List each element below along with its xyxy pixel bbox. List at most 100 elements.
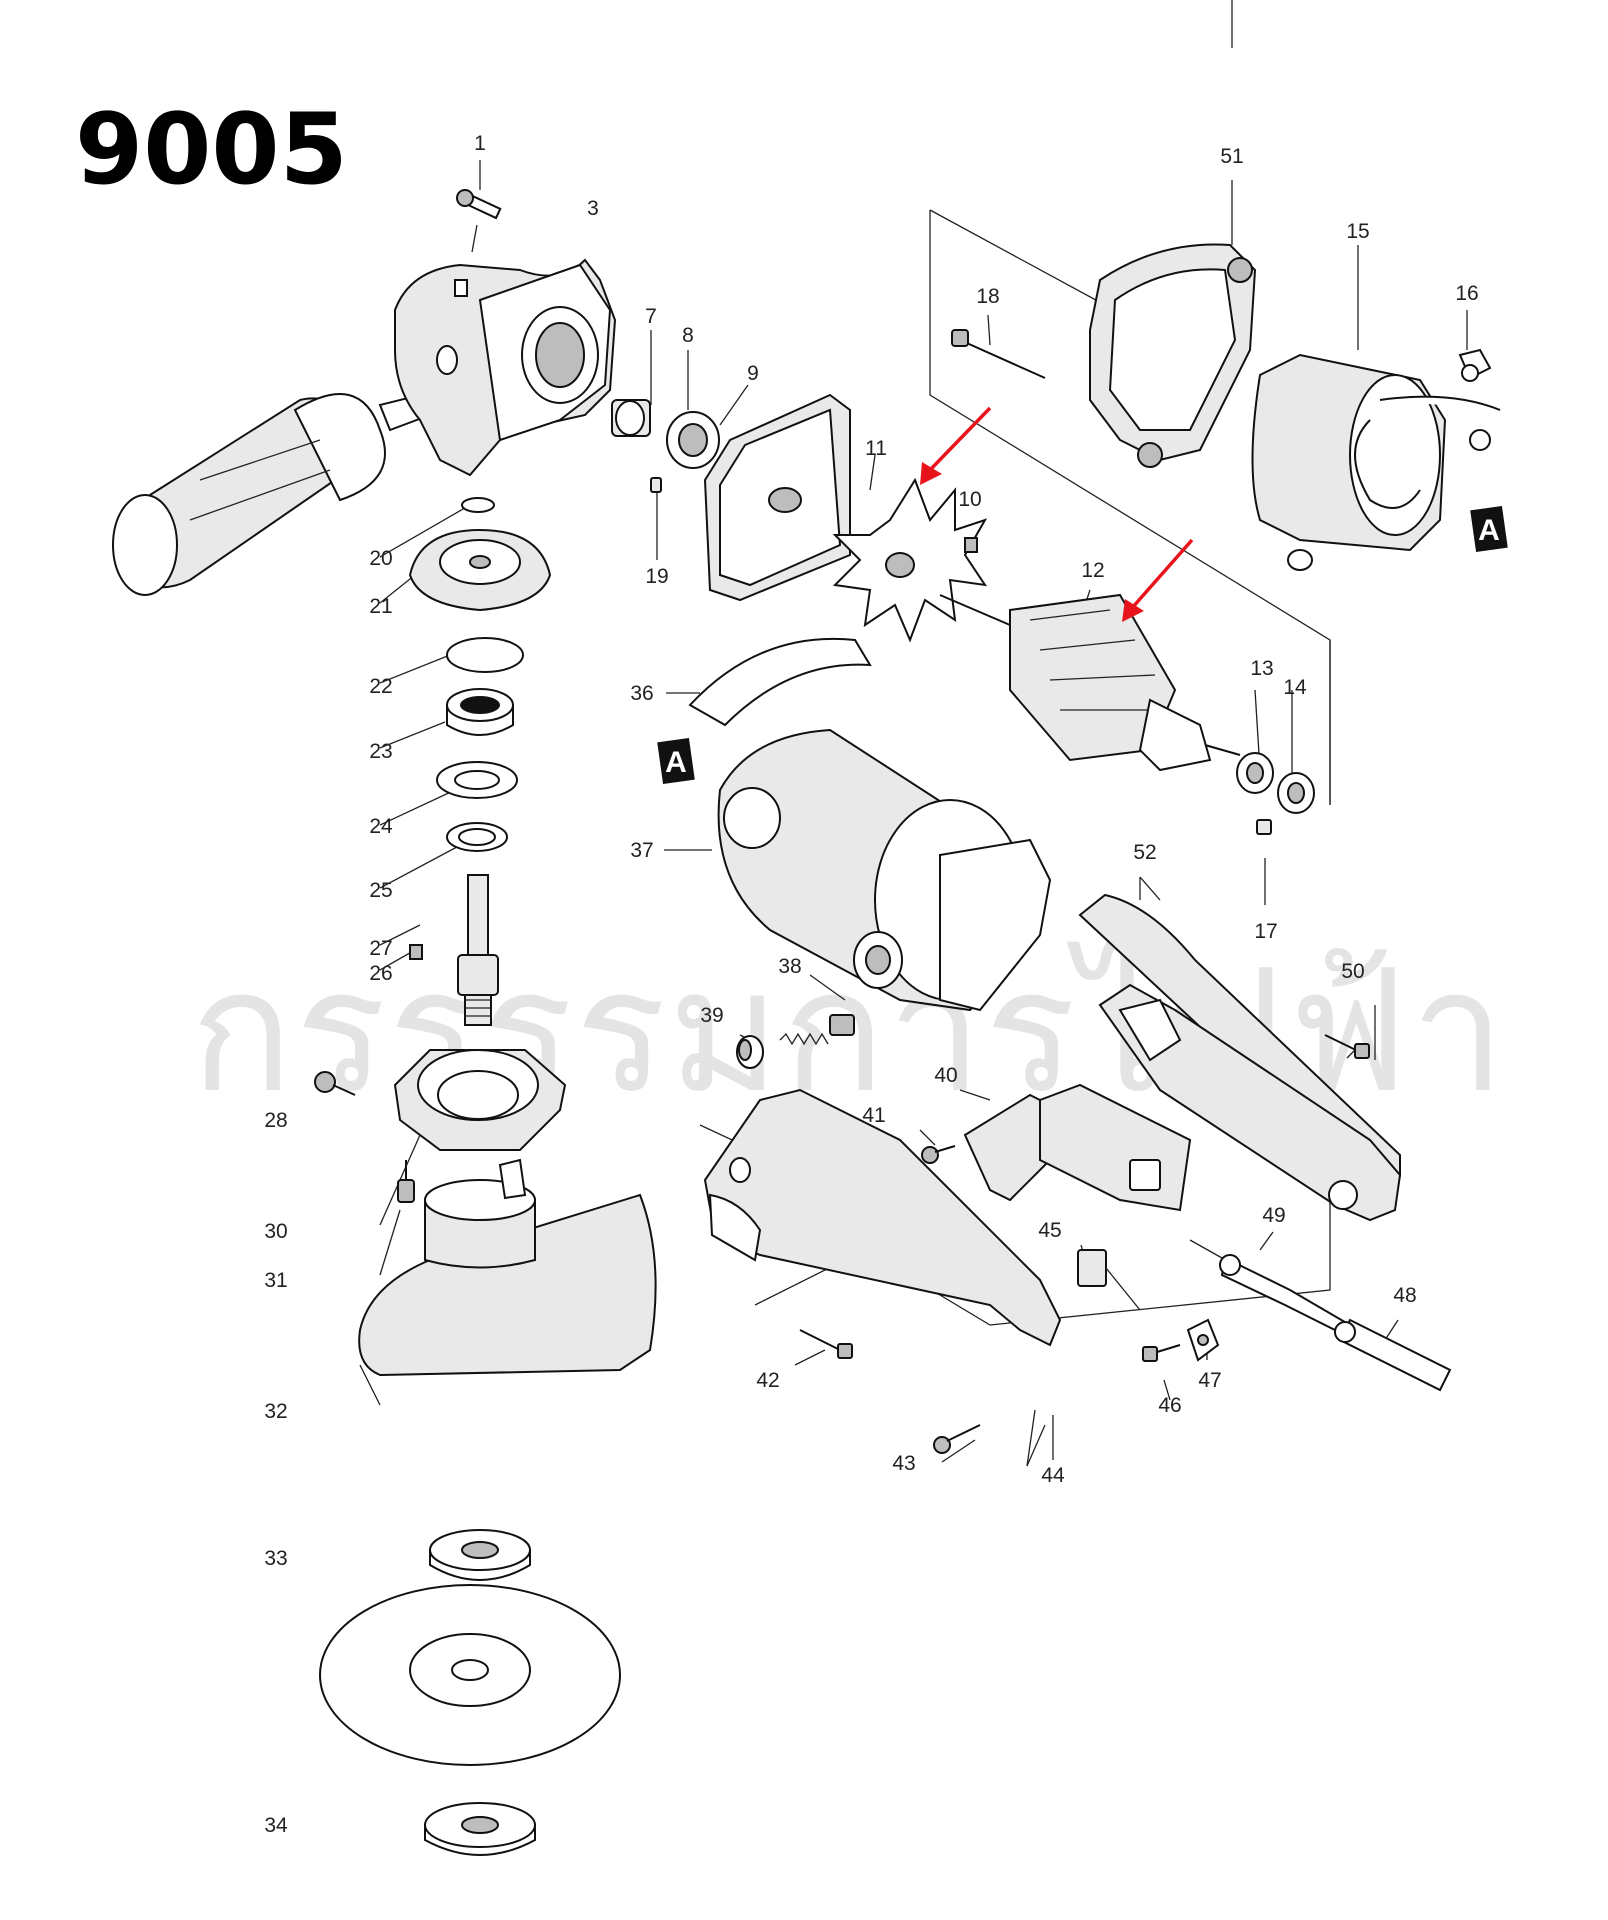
part-label: 28 — [264, 1109, 287, 1132]
part-label: 23 — [369, 740, 392, 763]
part-13-washer — [1236, 752, 1274, 794]
part-22-ring-spring — [446, 637, 524, 673]
part-label: 1 — [474, 132, 486, 155]
part-24-washer — [436, 761, 518, 799]
part-label: 14 — [1283, 676, 1307, 699]
part-23-bearing — [446, 688, 514, 736]
part-label: 22 — [369, 675, 392, 698]
part-50-screw — [1324, 1034, 1370, 1059]
part-label: 15 — [1346, 220, 1369, 243]
part-32-wheel-guard — [358, 1158, 657, 1377]
part-label: 10 — [958, 488, 981, 511]
part-label: 41 — [862, 1104, 885, 1127]
part-11-fan — [832, 477, 988, 643]
part-label: 7 — [645, 305, 657, 328]
highlight-arrow-armature — [1122, 538, 1194, 622]
part-10-key — [964, 537, 978, 553]
part-38-brush-spring — [779, 1014, 855, 1046]
part-label: 52 — [1133, 841, 1156, 864]
part-label: 38 — [778, 955, 801, 978]
part-41-screw — [921, 1145, 956, 1164]
part-number-labels: 1 3 7 8 9 10 11 12 13 14 15 16 17 18 19 … — [264, 132, 1478, 1837]
part-19-pin — [650, 477, 662, 493]
part-25-ring — [446, 822, 508, 852]
part-label: 19 — [645, 565, 668, 588]
part-42-screw — [799, 1329, 853, 1359]
part-9-retainer-plate — [703, 393, 851, 602]
part-33-inner-flange — [429, 1529, 531, 1581]
part-51-baffle-ring — [1089, 243, 1257, 468]
part-3-gear-housing — [394, 258, 617, 477]
part-label: 43 — [892, 1452, 915, 1475]
grinding-wheel — [319, 1584, 621, 1766]
section-marker-right: A — [1470, 505, 1508, 553]
part-14-bearing — [1277, 772, 1315, 814]
part-label: 45 — [1038, 1219, 1061, 1242]
part-label: 18 — [976, 285, 999, 308]
part-label: 27 — [369, 937, 392, 960]
part-40-switch — [963, 1083, 1192, 1212]
part-label: 26 — [369, 962, 392, 985]
part-48-power-cord — [1334, 1318, 1452, 1392]
part-30-bearing-box — [393, 1049, 567, 1151]
part-27-spindle — [457, 874, 499, 1026]
part-label: 24 — [369, 815, 393, 838]
part-label: 42 — [756, 1369, 779, 1392]
part-47-cord-clamp — [1186, 1318, 1220, 1362]
part-46-screw — [1142, 1344, 1181, 1362]
part-label: 50 — [1341, 960, 1364, 983]
part-37-motor-housing — [717, 728, 1052, 1012]
part-12-armature — [939, 593, 1241, 772]
part-label: 34 — [264, 1814, 288, 1837]
part-16-terminal — [1458, 348, 1492, 382]
part-31-screw — [397, 1160, 415, 1203]
model-title: 9005 — [75, 93, 348, 207]
part-label: 39 — [700, 1004, 723, 1027]
part-label: 33 — [264, 1547, 287, 1570]
part-15-field-stator — [1251, 353, 1501, 571]
handle-housing-left — [703, 1088, 1062, 1347]
part-label: 32 — [264, 1400, 287, 1423]
part-label: 37 — [630, 839, 653, 862]
part-28-screw — [314, 1071, 356, 1096]
part-34-lock-nut — [424, 1802, 536, 1856]
part-43-screw — [933, 1424, 981, 1454]
part-label: 30 — [264, 1220, 287, 1243]
part-label: 31 — [264, 1269, 287, 1292]
part-label: 11 — [865, 437, 887, 460]
part-20-retaining-ring — [461, 497, 495, 513]
section-marker-left: A — [657, 737, 695, 785]
part-label: 25 — [369, 879, 392, 902]
part-label: 16 — [1455, 282, 1478, 305]
part-39-brush-cap — [736, 1035, 764, 1069]
leader-lines — [359, 0, 1468, 1467]
part-label: 3 — [587, 197, 599, 220]
part-label: 44 — [1041, 1464, 1065, 1487]
part-36-insulation-sheet — [688, 637, 872, 727]
part-label: 13 — [1250, 657, 1273, 680]
part-8-bearing — [666, 411, 720, 469]
part-label: 47 — [1198, 1369, 1221, 1392]
part-7-pinion-gear — [611, 399, 651, 437]
section-marker-left-label: A — [665, 746, 687, 779]
side-handle — [112, 393, 432, 596]
part-1-bolt — [456, 189, 502, 220]
part-21-bevel-gear — [408, 528, 552, 612]
part-26-key — [409, 944, 423, 960]
part-49-cord-guard — [1189, 1239, 1352, 1337]
part-label: 21 — [369, 595, 392, 618]
part-label: 36 — [630, 682, 653, 705]
part-label: 51 — [1220, 145, 1243, 168]
part-label: 49 — [1262, 1204, 1285, 1227]
part-52-cover-strip — [1078, 893, 1401, 1177]
part-17-pin — [1256, 819, 1272, 835]
part-label: 17 — [1254, 920, 1277, 943]
part-label: 48 — [1393, 1284, 1416, 1307]
part-label: 9 — [747, 362, 759, 385]
part-label: 20 — [369, 547, 392, 570]
part-45-suppressor — [1077, 1249, 1141, 1311]
part-label: 8 — [682, 324, 694, 347]
part-label: 12 — [1081, 559, 1104, 582]
part-18-long-bolt — [951, 329, 1046, 379]
